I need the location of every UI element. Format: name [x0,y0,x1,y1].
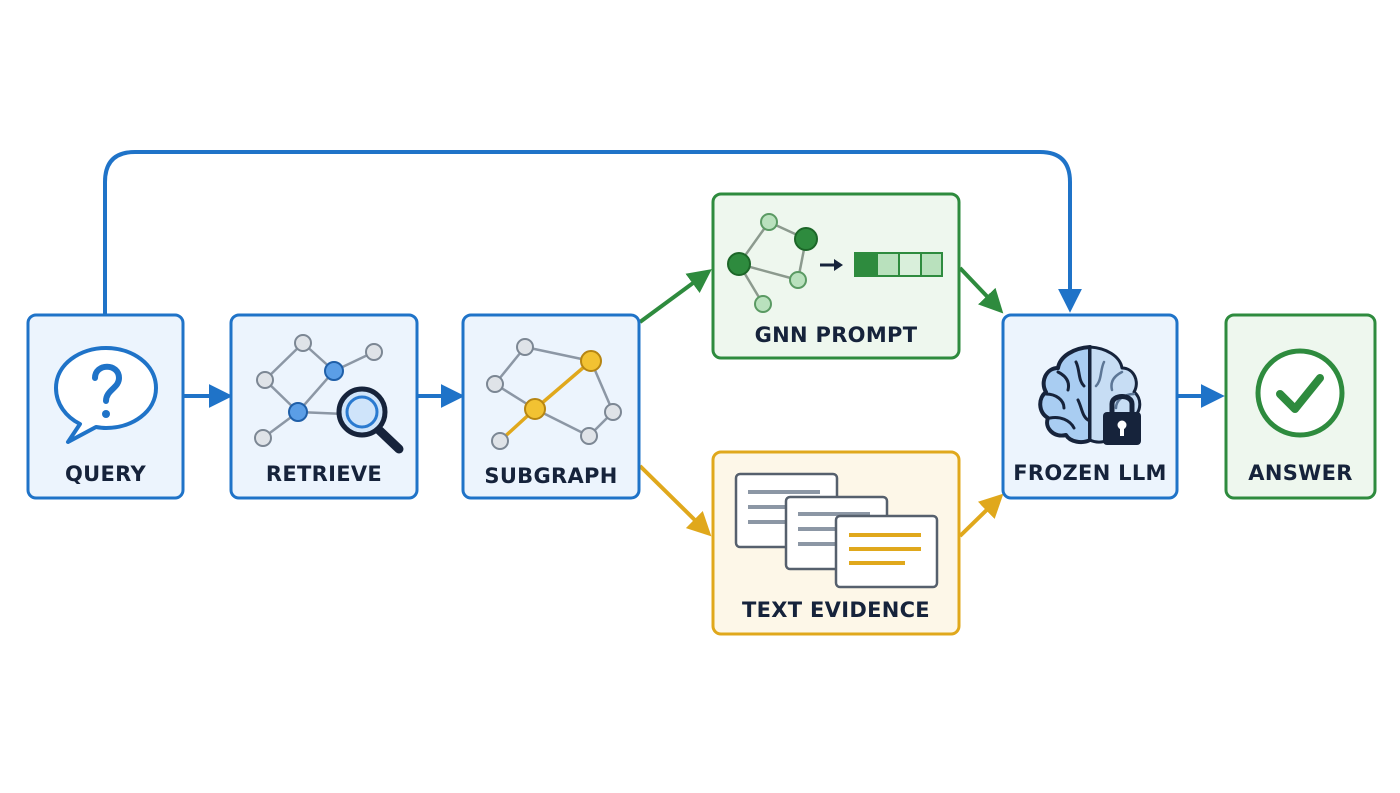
arrow-subgraph-to-gnn [638,269,712,324]
answer-node [1224,313,1377,500]
gnn-prompt-node [711,192,961,360]
arrow-text-to-llm [958,493,1004,538]
retrieve-node [229,313,419,500]
text-evidence-label: TEXT EVIDENCE [742,598,930,622]
text-evidence-node [711,450,961,636]
bypass-arrow-query-to-llm [103,150,1082,315]
arrow-gnn-to-llm [958,266,1004,314]
gnn-prompt-label: GNN PROMPT [754,323,918,347]
brain-lock-icon [1038,345,1142,445]
arrow-subgraph-to-text [638,464,712,537]
frozen-llm-label: FROZEN LLM [1013,461,1167,485]
graph-to-embedding-icon [727,213,943,313]
query-label: QUERY [65,462,146,486]
check-circle-icon [1255,348,1345,438]
retrieve-label: RETRIEVE [265,462,383,486]
answer-label: ANSWER [1248,461,1353,485]
frozen-llm-node [1001,313,1179,500]
subgraph-highlight-icon [486,338,622,450]
subgraph-label: SUBGRAPH [484,464,618,488]
graph-magnifier-icon [254,334,404,454]
query-node [26,313,185,500]
subgraph-node [461,313,641,500]
speech-bubble-question-icon [54,346,158,444]
stacked-documents-icon [734,472,939,589]
